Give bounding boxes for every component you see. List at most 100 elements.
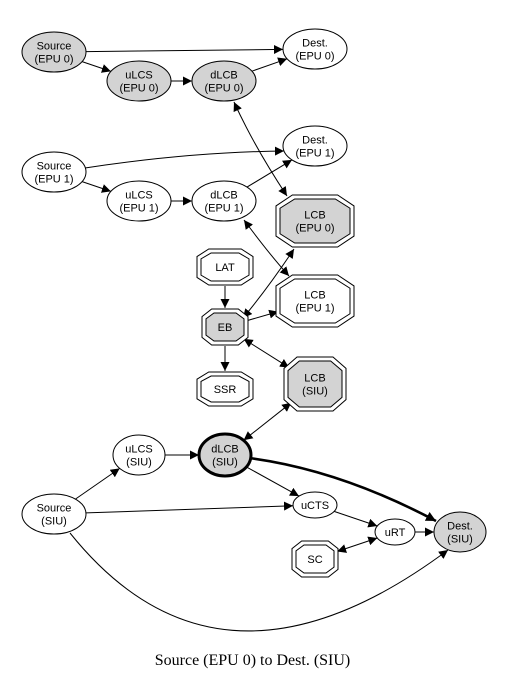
node-eb: EB — [201, 308, 249, 346]
node-shape — [21, 151, 87, 193]
node-lcb-epu0: LCB(EPU 0) — [275, 194, 355, 248]
node-label: (SIU) — [41, 516, 67, 528]
node-label: Dest. — [302, 38, 328, 50]
edge-dlcb-siu-to-dest-siu — [248, 456, 437, 523]
edge-source-siu-to-ucts — [85, 501, 294, 514]
node-shape — [374, 518, 416, 546]
node-label: uLCS — [125, 444, 153, 456]
edge-dlcb-siu-to-ucts — [246, 466, 300, 497]
node-dest-epu0: Dest.(EPU 0) — [282, 28, 348, 70]
node-label: (EPU 1) — [204, 203, 243, 215]
node-ulcs-siu: uLCS(SIU) — [112, 434, 166, 476]
node-layer: Source(EPU 0)Dest.(EPU 0)uLCS(EPU 0)dLCB… — [21, 28, 487, 578]
node-label: (EPU 0) — [204, 83, 243, 95]
node-inner-border — [200, 252, 250, 282]
node-label: Dest. — [302, 135, 328, 147]
node-inner-border — [279, 198, 351, 244]
node-shape — [282, 28, 348, 70]
node-ucts: uCTS — [292, 491, 338, 519]
node-ulcs-epu0: uLCS(EPU 0) — [106, 60, 172, 102]
edge-source-epu1-to-ulcs-epu1 — [81, 181, 112, 193]
node-shape — [197, 432, 253, 478]
diagram-caption: Source (EPU 0) to Dest. (SIU) — [154, 652, 351, 669]
node-label: (EPU 1) — [34, 174, 73, 186]
node-shape — [433, 511, 487, 553]
node-inner-border — [279, 278, 351, 324]
node-label: (EPU 1) — [295, 148, 334, 160]
node-label: Source — [37, 503, 72, 515]
node-label: (EPU 0) — [34, 54, 73, 66]
node-label: LCB — [304, 210, 325, 222]
edge-source-epu0-to-dest-epu0 — [85, 45, 284, 55]
node-dest-siu: Dest.(SIU) — [433, 511, 487, 553]
node-shape — [106, 60, 172, 102]
node-inner-border — [287, 360, 343, 408]
node-dlcb-siu: dLCB(SIU) — [197, 432, 253, 478]
node-label: (EPU 0) — [295, 51, 334, 63]
node-shape — [106, 180, 172, 222]
node-label: EB — [218, 322, 233, 334]
node-inner-border — [205, 312, 245, 342]
node-source-siu: Source(SIU) — [21, 493, 87, 535]
node-ssr: SSR — [196, 371, 254, 407]
node-inner-border — [200, 375, 250, 403]
node-label: dLCB — [210, 70, 238, 82]
node-shape — [191, 60, 257, 102]
node-label: dLCB — [210, 190, 238, 202]
node-label: LCB — [304, 290, 325, 302]
node-label: Source — [37, 41, 72, 53]
edge-source-epu1-to-dest-epu1 — [84, 146, 285, 169]
node-shape — [112, 434, 166, 476]
node-label: SSR — [214, 384, 237, 396]
node-label: SC — [307, 554, 322, 566]
node-source-epu1: Source(EPU 1) — [21, 151, 87, 193]
node-label: (SIU) — [126, 457, 152, 469]
edge-dlcb-epu1-to-dest-epu1 — [246, 159, 293, 188]
edge-eb-to-lcb-siu — [243, 338, 290, 369]
node-label: Source — [37, 161, 72, 173]
node-label: Dest. — [447, 521, 473, 533]
node-lcb-siu: LCB(SIU) — [283, 356, 347, 412]
edge-source-epu0-to-ulcs-epu0 — [81, 61, 112, 73]
node-label: uLCS — [125, 70, 153, 82]
node-label: LAT — [215, 262, 235, 274]
node-label: (SIU) — [302, 386, 328, 398]
edge-layer — [69, 45, 449, 632]
edge-sc-to-urt — [336, 536, 378, 553]
node-inner-border — [295, 544, 335, 574]
edge-dlcb-epu0-to-dest-epu0 — [251, 57, 288, 72]
node-sc: SC — [291, 540, 339, 578]
node-dlcb-epu0: dLCB(EPU 0) — [191, 60, 257, 102]
node-label: LCB — [304, 373, 325, 385]
node-label: (EPU 0) — [295, 223, 334, 235]
node-label: (EPU 0) — [119, 83, 158, 95]
node-shape — [21, 31, 87, 73]
node-label: dLCB — [211, 444, 239, 456]
node-shape — [191, 180, 257, 222]
node-ulcs-epu1: uLCS(EPU 1) — [106, 180, 172, 222]
node-label: uLCS — [125, 190, 153, 202]
node-label: (EPU 1) — [119, 203, 158, 215]
node-dlcb-epu1: dLCB(EPU 1) — [191, 180, 257, 222]
node-source-epu0: Source(EPU 0) — [21, 31, 87, 73]
node-dest-epu1: Dest.(EPU 1) — [282, 125, 348, 167]
node-label: uCTS — [301, 500, 329, 512]
edge-ucts-to-urt — [333, 510, 378, 528]
node-shape — [292, 491, 338, 519]
node-lcb-epu1: LCB(EPU 1) — [275, 274, 355, 328]
edge-dlcb-epu0-to-lcb-epu0 — [233, 101, 288, 197]
node-label: (EPU 1) — [295, 303, 334, 315]
node-shape — [21, 493, 87, 535]
edge-eb-to-lcb-epu0 — [242, 248, 295, 319]
node-lat: LAT — [196, 248, 254, 286]
node-shape — [282, 125, 348, 167]
edge-source-siu-to-ulcs-siu — [75, 467, 120, 500]
edge-eb-to-lcb-epu1 — [247, 309, 279, 321]
edge-source-siu-to-dest-siu — [69, 532, 449, 632]
node-label: (SIU) — [212, 457, 238, 469]
node-label: (SIU) — [447, 534, 473, 546]
node-label: uRT — [385, 527, 406, 539]
edge-dlcb-siu-to-lcb-siu — [243, 402, 292, 441]
node-urt: uRT — [374, 518, 416, 546]
